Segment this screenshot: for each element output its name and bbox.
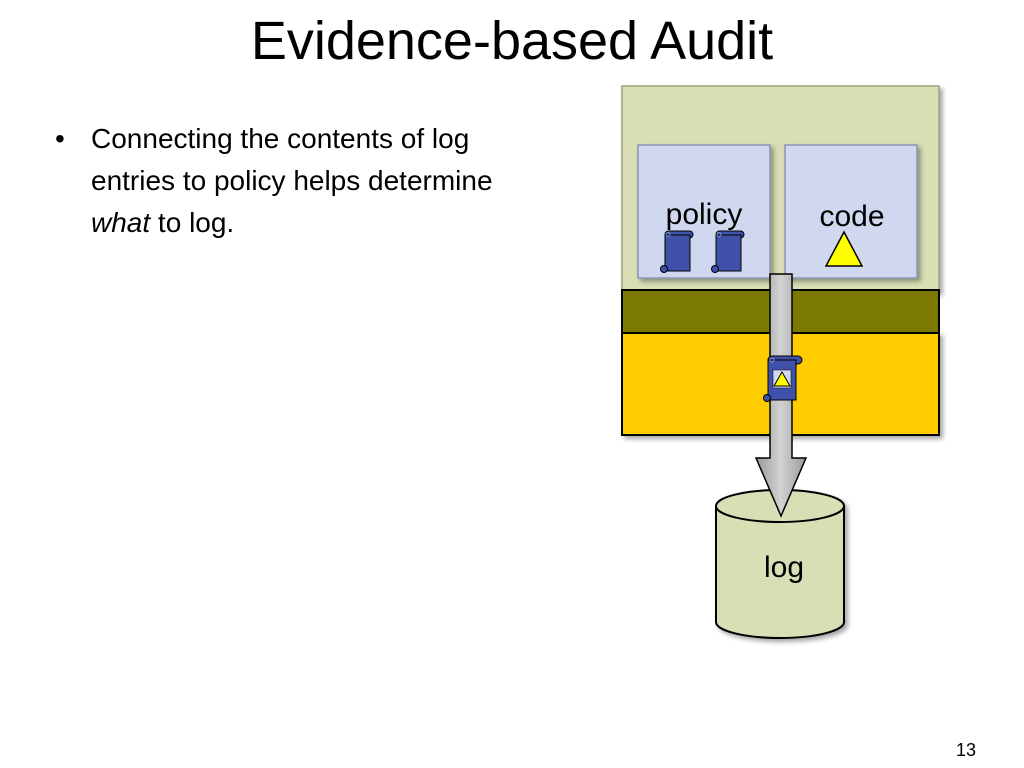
code-label: code [819,200,884,233]
page-number: 13 [955,740,976,760]
bullet-list: • Connecting the contents of log entries… [55,118,525,244]
policy-box [637,144,771,279]
log-entry-scroll-icon [763,355,803,402]
bullet-text: Connecting the contents of log entries t… [91,118,525,244]
bullet-marker: • [55,123,65,154]
bullet-text-start: Connecting the contents of log entries t… [91,123,493,196]
policy-scroll-icon [711,230,745,273]
policy-scroll-icon [660,230,694,273]
slide-title: Evidence-based Audit [250,11,774,71]
bullet-text-end: to log. [150,207,235,238]
policy-label: policy [666,198,743,231]
code-triangle-icon [824,230,864,267]
log-entry-triangle-icon [773,370,791,387]
bullet-item: • Connecting the contents of log entries… [55,118,525,244]
bullet-emphasis: what [91,207,151,238]
log-label: log [764,551,804,584]
